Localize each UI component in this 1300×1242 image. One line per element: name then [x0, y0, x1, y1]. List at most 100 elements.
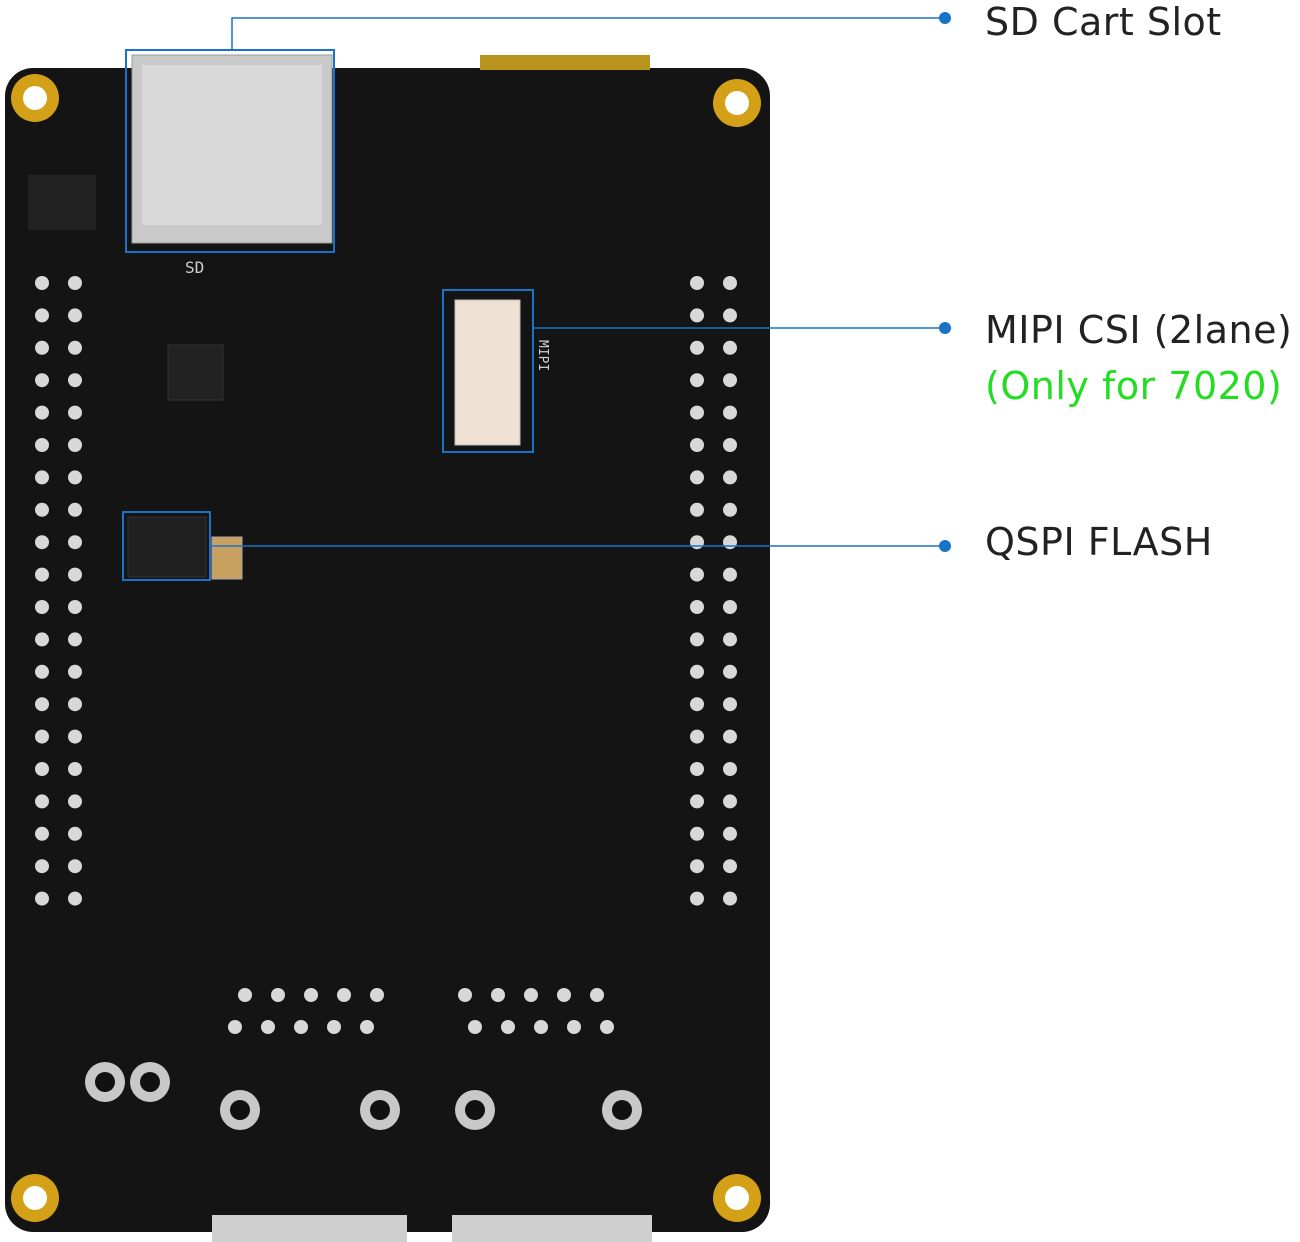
- header-pin: [35, 891, 49, 906]
- header-pin: [600, 1020, 614, 1034]
- header-pin: [567, 1020, 581, 1034]
- header-pin: [723, 891, 737, 906]
- header-pin: [68, 502, 82, 517]
- header-pin: [35, 438, 49, 452]
- header-pin: [723, 762, 737, 776]
- header-pin: [468, 1020, 482, 1034]
- header-pin: [35, 664, 49, 679]
- chip: [167, 344, 224, 401]
- header-pin: [690, 762, 704, 776]
- header-pin: [261, 1020, 275, 1034]
- header-pin: [690, 891, 704, 906]
- header-pin: [68, 664, 82, 679]
- header-pin: [690, 632, 704, 647]
- header-pin: [690, 697, 704, 712]
- header-pin: [35, 794, 49, 809]
- crystal: [211, 536, 243, 580]
- callout-qspi-flash: QSPI FLASH: [985, 520, 1213, 564]
- header-pin: [304, 988, 318, 1002]
- header-pin: [35, 373, 49, 388]
- header-pin: [723, 697, 737, 712]
- mipi-highlight-box: [442, 289, 534, 453]
- header-pin: [557, 988, 571, 1002]
- mounting-hole-center: [725, 1186, 749, 1210]
- header-pin: [228, 1020, 242, 1034]
- header-pin: [35, 308, 49, 323]
- header-pin: [590, 988, 604, 1002]
- header-pin: [723, 794, 737, 809]
- header-pin: [35, 600, 49, 614]
- header-pin: [723, 535, 737, 550]
- header-pin: [723, 405, 737, 420]
- header-pin: [68, 632, 82, 647]
- header-pin: [723, 600, 737, 614]
- header-pin: [690, 794, 704, 809]
- header-pin: [271, 988, 285, 1002]
- header-pin: [690, 567, 704, 582]
- header-pin: [68, 308, 82, 323]
- connector: [480, 55, 650, 70]
- header-pin: [723, 632, 737, 647]
- through-hole-center: [370, 1100, 390, 1120]
- header-pin: [723, 502, 737, 517]
- header-pin: [690, 470, 704, 485]
- chip: [28, 175, 96, 230]
- flash-callout-dot: [939, 540, 951, 552]
- sd-slot-cover: [142, 65, 322, 225]
- sd-callout-line: [231, 17, 945, 50]
- callout-mipi-note: (Only for 7020): [985, 364, 1283, 408]
- header-pin: [68, 891, 82, 906]
- header-pin: [723, 859, 737, 874]
- through-hole-center: [230, 1100, 250, 1120]
- header-pin: [690, 340, 704, 355]
- header-pin: [35, 697, 49, 712]
- mounting-hole-center: [23, 86, 47, 110]
- sd-callout-dot: [939, 12, 951, 24]
- silkscreen-mipi: MIPI: [535, 340, 550, 372]
- header-pin: [35, 340, 49, 355]
- header-pin: [723, 308, 737, 323]
- header-pin: [690, 276, 704, 290]
- callout-mipi-csi: MIPI CSI (2lane): [985, 308, 1293, 352]
- header-pin: [68, 729, 82, 744]
- header-pin: [690, 729, 704, 744]
- header-pin: [68, 794, 82, 809]
- header-pin: [690, 826, 704, 841]
- header-pin: [370, 988, 384, 1002]
- header-pin: [723, 826, 737, 841]
- header-pin: [35, 470, 49, 485]
- mipi-callout-dot: [939, 322, 951, 334]
- header-pin: [68, 373, 82, 388]
- header-pin: [68, 340, 82, 355]
- through-hole-center: [612, 1100, 632, 1120]
- through-hole-center: [465, 1100, 485, 1120]
- header-pin: [723, 470, 737, 485]
- header-pin: [690, 373, 704, 388]
- header-pin: [68, 762, 82, 776]
- mounting-hole-center: [23, 1186, 47, 1210]
- through-hole-center: [95, 1072, 115, 1092]
- header-pin: [68, 567, 82, 582]
- header-pin: [68, 600, 82, 614]
- header-pin: [690, 438, 704, 452]
- header-pin: [501, 1020, 515, 1034]
- header-pin: [68, 535, 82, 550]
- header-pin: [238, 988, 252, 1002]
- header-pin: [491, 988, 505, 1002]
- header-pin: [68, 697, 82, 712]
- header-pin: [68, 276, 82, 290]
- header-pin: [723, 276, 737, 290]
- callout-sd-card-slot: SD Cart Slot: [985, 0, 1222, 44]
- header-pin: [35, 729, 49, 744]
- header-pin: [690, 535, 704, 550]
- through-hole-center: [140, 1072, 160, 1092]
- mounting-hole-center: [725, 91, 749, 115]
- qspi-flash-chip: [127, 516, 207, 578]
- header-pin: [458, 988, 472, 1002]
- header-pin: [294, 1020, 308, 1034]
- sd-highlight-box: [125, 49, 335, 253]
- header-pin: [534, 1020, 548, 1034]
- header-pin: [690, 859, 704, 874]
- header-pin: [690, 502, 704, 517]
- header-pin: [35, 859, 49, 874]
